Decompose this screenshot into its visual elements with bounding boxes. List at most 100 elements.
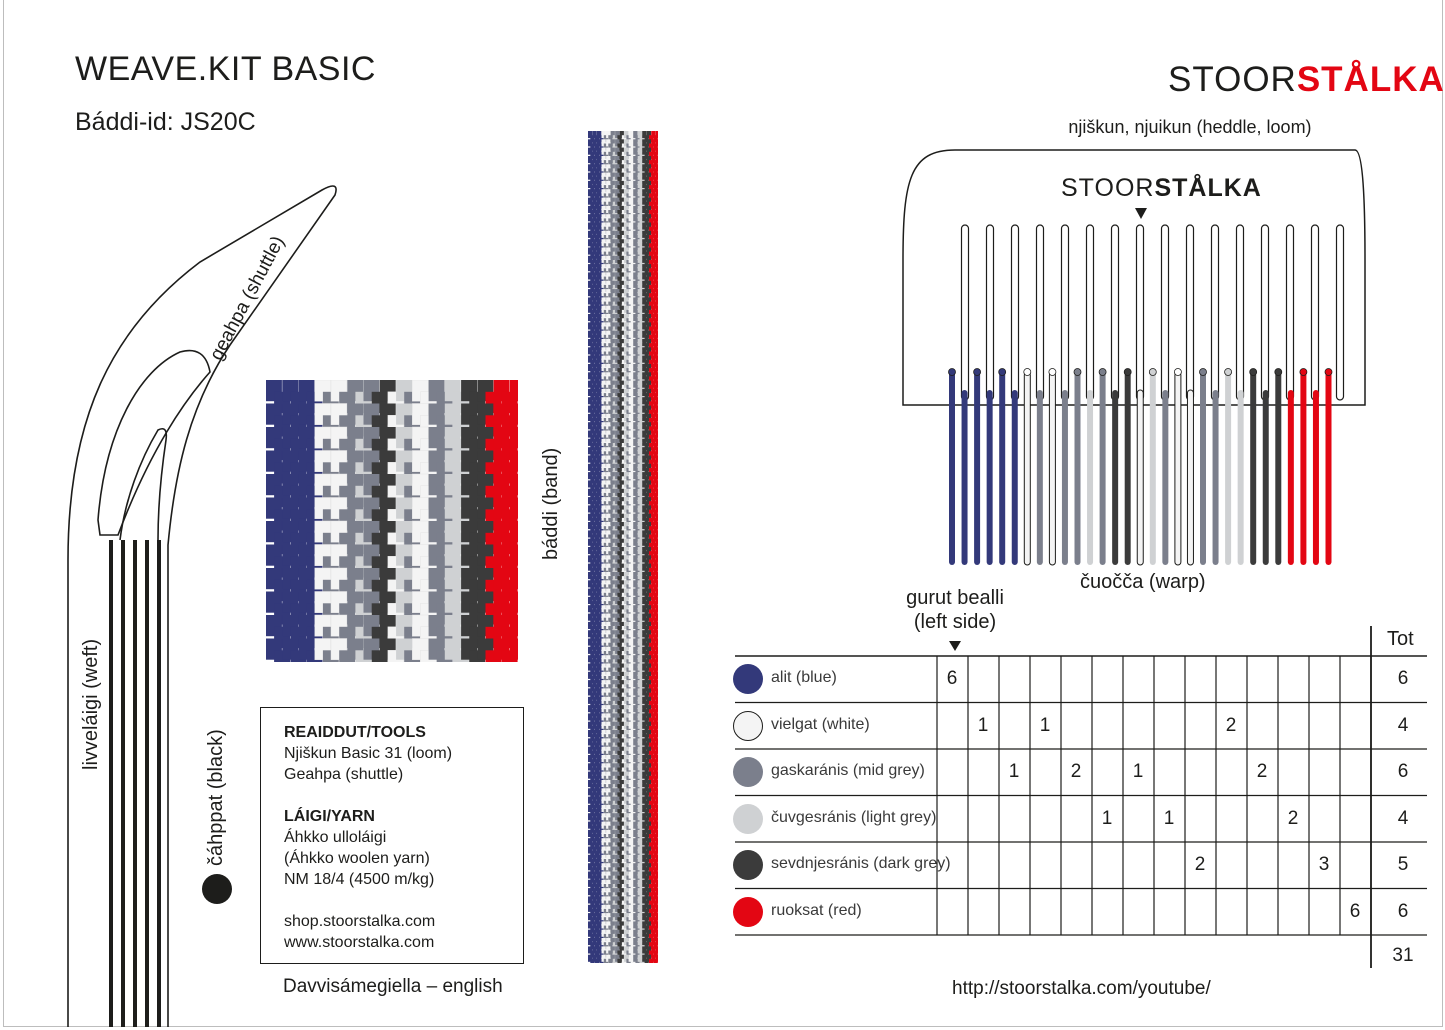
band-cell [590,834,595,842]
band-cell [592,788,597,796]
band-cell [608,451,613,459]
band-cell [619,280,624,288]
band-cell [624,289,629,297]
band-cell [619,164,624,172]
band-cell [644,759,649,767]
band-cell [644,651,649,659]
youtube-link[interactable]: http://stoorstalka.com/youtube/ [952,978,1211,999]
band-cell [594,676,600,684]
band-cell [612,384,618,392]
band-cell [646,938,651,946]
band-cell [635,368,640,376]
band-cell [630,601,636,609]
band-cell [637,646,642,654]
band-cell [590,443,595,451]
shop-link[interactable]: shop.stoorstalka.com [284,913,436,930]
band-cell [646,605,651,613]
band-cell [608,393,613,401]
band-cell [612,509,618,517]
band-cell [619,438,624,446]
band-cell [646,305,651,313]
band-cell [603,709,609,717]
band-cell [635,908,640,916]
band-cell [594,800,600,808]
band-cell [606,921,611,929]
band-cell [619,364,624,372]
band-cell [646,613,651,621]
band-cell [608,617,613,625]
band-cell [592,272,597,280]
band-cell [639,185,645,193]
band-cell [630,559,636,567]
band-cell [599,226,604,234]
band-cell [649,451,654,459]
band-cell [644,210,649,218]
band-cell [590,193,595,201]
band-cell [644,584,649,592]
band-cell [637,572,642,580]
band-cell [588,472,593,480]
band-cell [608,418,613,426]
band-cell [644,534,649,542]
band-cell [601,655,606,663]
band-cell [603,767,609,775]
band-cell [653,684,658,692]
band-cell [599,684,604,692]
band-cell [633,680,638,688]
band-cell [646,646,651,654]
band-cell [617,884,622,892]
band-cell [615,530,620,538]
band-cell [651,863,656,871]
band-cell [617,185,622,193]
band-cell [651,197,656,205]
band-cell [642,156,647,164]
band-cell [612,651,618,659]
heddle-slot [1335,224,1345,401]
band-cell [608,160,613,168]
band-cell [621,235,627,243]
band-cell [624,879,629,887]
band-cell [610,655,615,663]
band-cell [619,405,624,413]
band-cell [635,567,640,575]
band-cell [624,713,629,721]
band-cell [599,168,604,176]
band-cell [655,829,658,837]
band-cell [626,376,631,384]
band-cell [651,222,656,230]
band-cell [590,301,595,309]
website-link[interactable]: www.stoorstalka.com [284,934,435,951]
warp-count-cell: 2 [1070,761,1082,783]
band-cell [599,418,604,426]
band-cell [588,530,593,538]
band-cell [621,842,627,850]
band-cell [612,950,618,958]
band-cell [588,280,593,288]
band-cell [628,904,633,912]
band-cell [590,218,595,226]
band-cell [608,260,613,268]
warp-thread [1275,372,1282,565]
band-cell [646,513,651,521]
band-cell [610,913,615,921]
band-cell [639,717,645,725]
band-cell [642,388,647,396]
band-cell [606,314,611,322]
band-cell [646,289,651,297]
band-cell [639,917,645,925]
band-cell [612,642,618,650]
band-cell [639,501,645,509]
band-cell [594,767,600,775]
band-cell [592,247,597,255]
band-cell [655,222,658,230]
band-cell [617,251,622,259]
band-cell [588,388,593,396]
band-cell [597,671,602,679]
band-cell [617,235,622,243]
band-cell [630,626,636,634]
yarn-label: vielgat (white) [771,715,870,733]
band-cell [630,925,636,933]
band-cell [633,596,638,604]
band-cell [639,759,645,767]
band-cell [639,426,645,434]
